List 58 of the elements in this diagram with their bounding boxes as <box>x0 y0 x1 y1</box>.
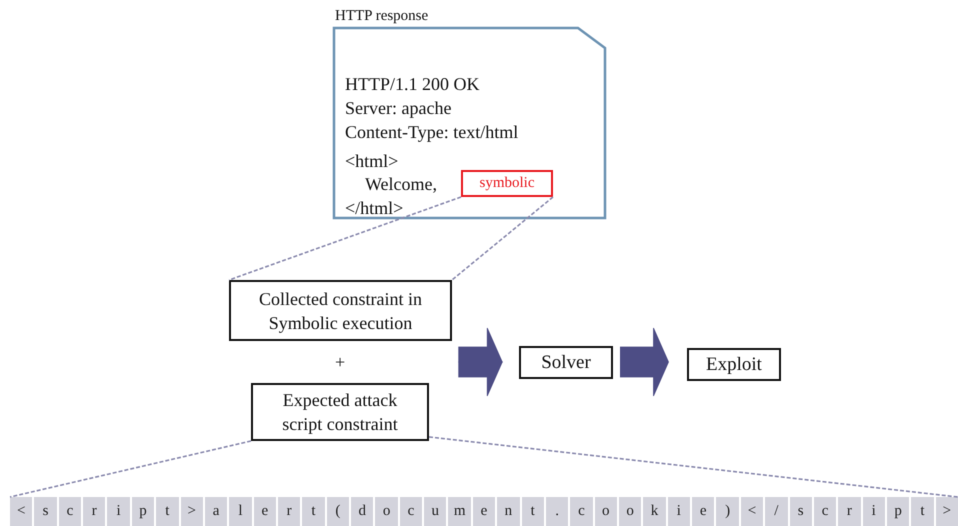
character-cell: u <box>424 497 446 526</box>
character-cell: ) <box>716 497 739 526</box>
character-cell: e <box>692 497 714 526</box>
character-cell: < <box>10 497 32 526</box>
character-cell: i <box>668 497 690 526</box>
plus-sign: + <box>335 352 346 373</box>
leader-line <box>10 440 252 498</box>
character-cell: r <box>838 497 861 526</box>
character-cell: t <box>156 497 179 526</box>
code-line: </html> <box>345 198 404 219</box>
character-cell: c <box>570 497 593 526</box>
character-cell: < <box>740 497 764 526</box>
character-cell: t <box>302 497 325 526</box>
character-cell: i <box>107 497 130 526</box>
character-cell: k <box>643 497 666 526</box>
character-cell: p <box>132 497 154 526</box>
character-cell: s <box>34 497 57 526</box>
process-box: Exploit <box>687 348 781 381</box>
character-cell: n <box>497 497 520 526</box>
highlight-box: symbolic <box>461 170 553 197</box>
character-cell: r <box>83 497 106 526</box>
character-cell: p <box>886 497 910 526</box>
code-line: <html> <box>345 151 398 172</box>
character-cell: d <box>351 497 374 526</box>
leader-line <box>228 196 462 281</box>
character-cell: m <box>448 497 471 526</box>
leader-line <box>428 436 958 498</box>
code-line: HTTP/1.1 200 OK <box>345 74 480 95</box>
character-cell: o <box>375 497 398 526</box>
character-cell: i <box>862 497 885 526</box>
character-cell: l <box>229 497 252 526</box>
character-cell: s <box>790 497 812 526</box>
character-cell: > <box>936 497 958 526</box>
character-cell: o <box>618 497 642 526</box>
character-cell: c <box>58 497 82 526</box>
code-line: Server: apache <box>345 98 452 119</box>
leader-line <box>452 196 554 281</box>
character-cell: . <box>546 497 568 526</box>
code-line: Content-Type: text/html <box>345 122 518 143</box>
character-cell: e <box>472 497 496 526</box>
character-cell: e <box>254 497 276 526</box>
character-cell: c <box>400 497 422 526</box>
character-cell: / <box>765 497 788 526</box>
character-cell: r <box>278 497 300 526</box>
character-cell: c <box>814 497 836 526</box>
block-arrow <box>620 328 669 396</box>
character-cell: > <box>180 497 203 526</box>
character-cell: ( <box>326 497 350 526</box>
document-heading: HTTP response <box>335 8 428 25</box>
process-box: Solver <box>519 346 613 379</box>
character-cell: o <box>594 497 617 526</box>
process-box: Expected attack script constraint <box>251 383 429 441</box>
character-cell: t <box>911 497 934 526</box>
character-cell: t <box>522 497 544 526</box>
process-box: Collected constraint in Symbolic execution <box>229 280 452 341</box>
block-arrow <box>458 328 503 396</box>
character-cell: a <box>204 497 228 526</box>
code-line: Welcome, <box>365 174 438 195</box>
